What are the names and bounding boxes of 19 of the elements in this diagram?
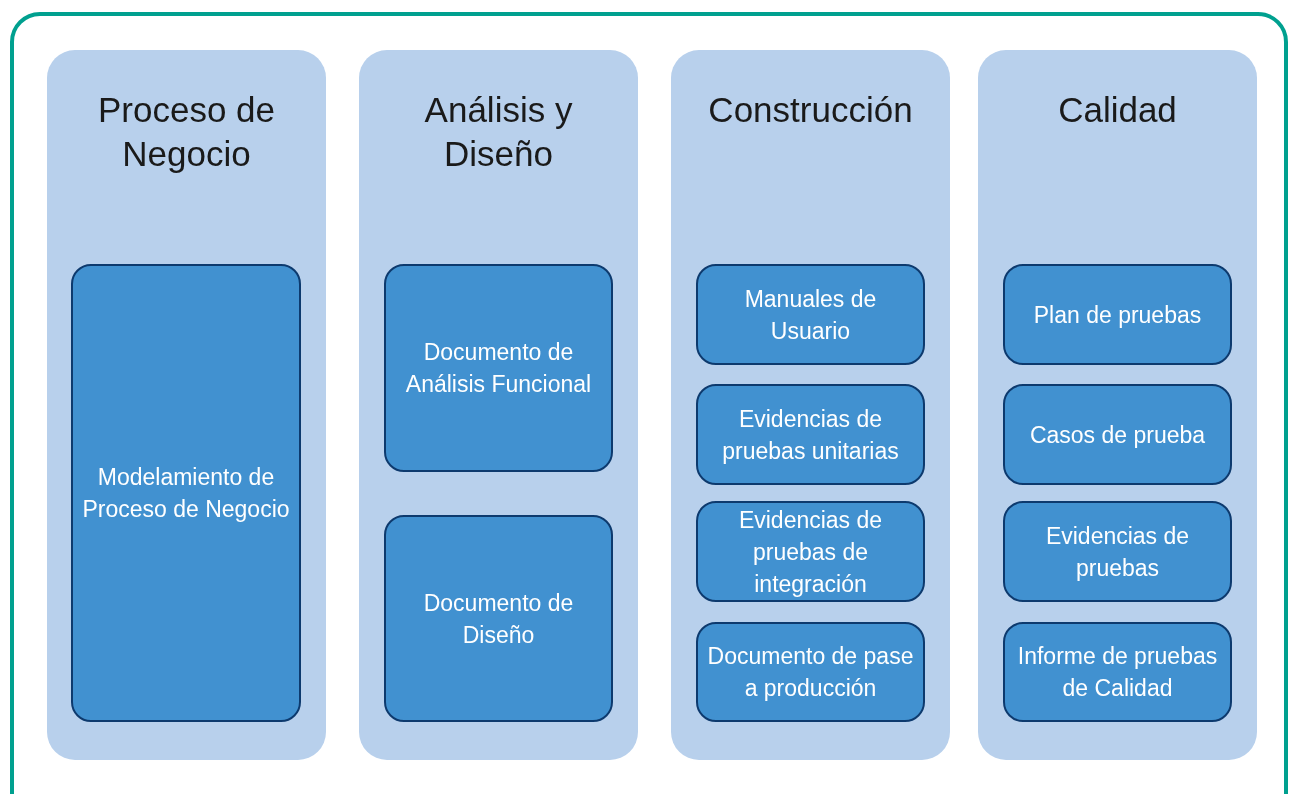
deliverable-box: Evidencias de pruebas de integración xyxy=(696,501,925,602)
deliverable-box: Casos de prueba xyxy=(1003,384,1232,485)
deliverable-box: Documento de Diseño xyxy=(384,515,613,722)
deliverable-box: Documento de Análisis Funcional xyxy=(384,264,613,472)
deliverable-box: Informe de pruebas de Calidad xyxy=(1003,622,1232,722)
column-heading: Proceso de Negocio xyxy=(96,89,277,175)
deliverable-box: Manuales de Usuario xyxy=(696,264,925,365)
column-heading: Análisis y Diseño xyxy=(423,89,574,175)
column-panel xyxy=(359,50,638,760)
deliverable-box: Evidencias de pruebas xyxy=(1003,501,1232,602)
column-panel xyxy=(47,50,326,760)
column-heading: Construcción xyxy=(707,89,914,131)
deliverable-box: Evidencias de pruebas unitarias xyxy=(696,384,925,485)
deliverable-box: Plan de pruebas xyxy=(1003,264,1232,365)
column-panel xyxy=(671,50,950,760)
column-panel xyxy=(978,50,1257,760)
deliverable-box: Documento de pase a producción xyxy=(696,622,925,722)
column-heading: Calidad xyxy=(1057,89,1178,131)
deliverable-box: Modelamiento de Proceso de Negocio xyxy=(71,264,301,722)
